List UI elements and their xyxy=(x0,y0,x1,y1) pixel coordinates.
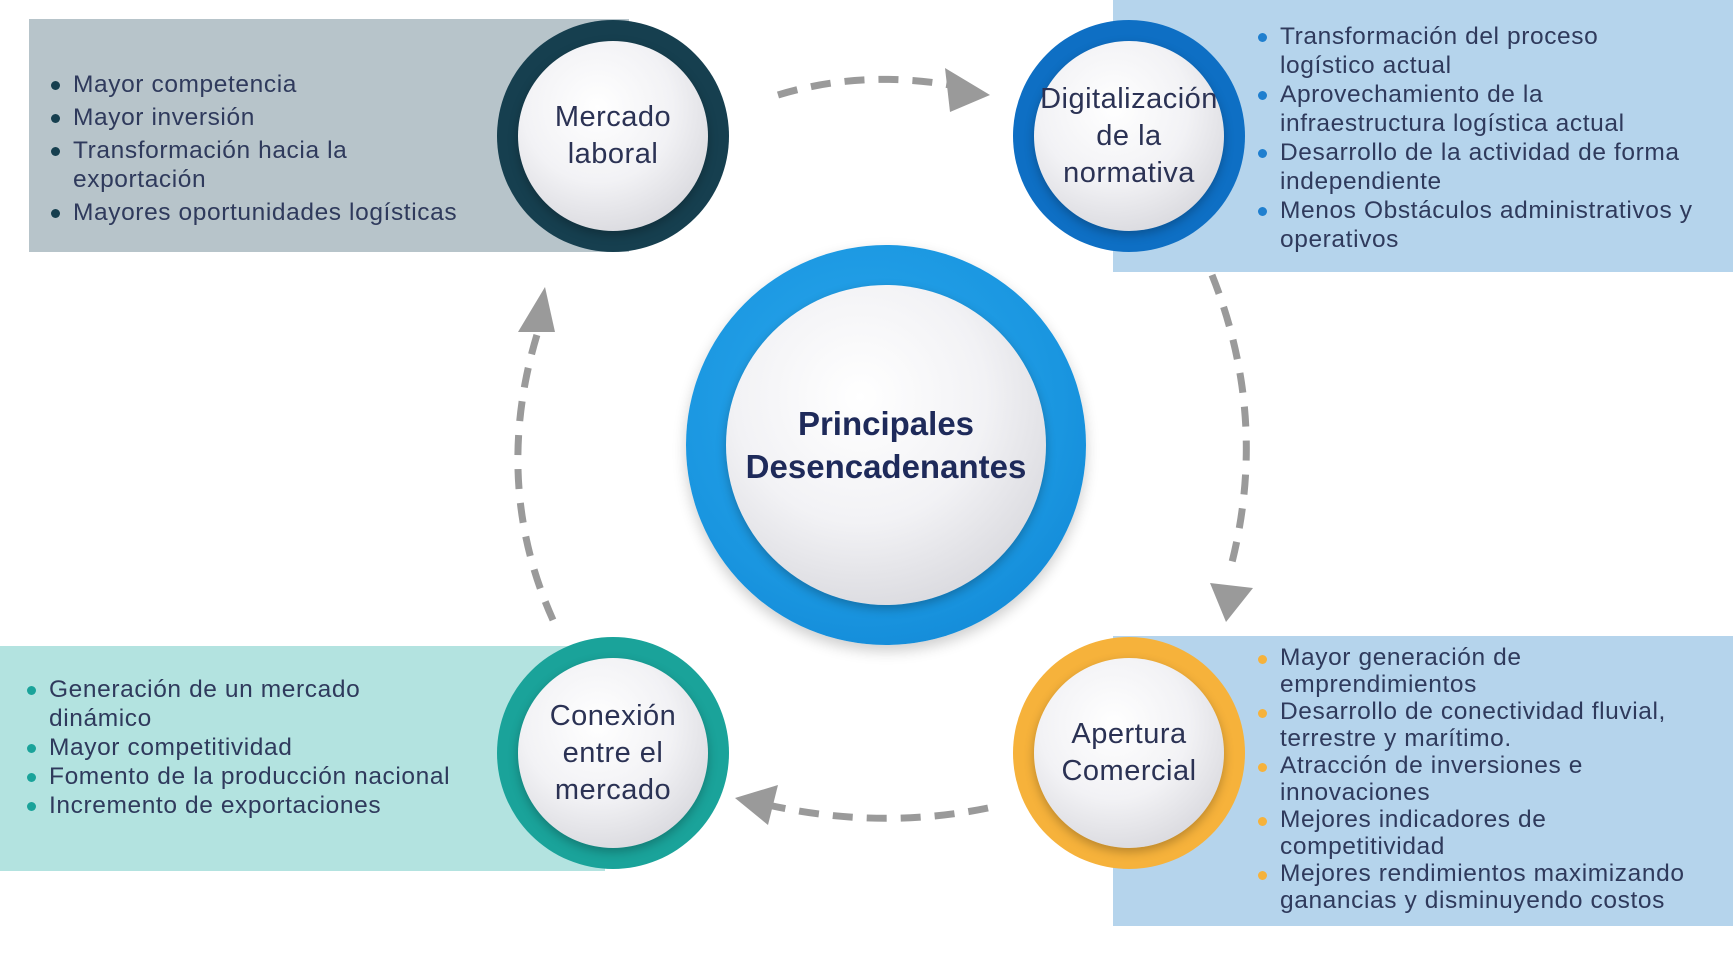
list-item: Mayor competitividad xyxy=(27,733,507,762)
node-digitalizacion-disc: Digitalización de la normativa xyxy=(1034,41,1224,231)
list-item: Fomento de la producción nacional xyxy=(27,762,507,791)
list-conexion: Generación de un mercado dinámico Mayor … xyxy=(27,675,507,820)
node-mercado-laboral-disc: Mercado laboral xyxy=(518,41,708,231)
list-item: Transformación hacia la exportación xyxy=(51,136,383,194)
arrow-right xyxy=(1208,273,1250,571)
list-item: Menos Obstáculos administrativos y opera… xyxy=(1258,196,1733,254)
center-node: Principales Desencadenantes xyxy=(686,245,1086,645)
list-item: Mayor inversión xyxy=(51,103,506,132)
list-item: Desarrollo de la actividad de forma inde… xyxy=(1258,138,1690,196)
list-mercado-laboral: Mayor competencia Mayor inversión Transf… xyxy=(51,70,506,227)
node-apertura-disc: Apertura Comercial xyxy=(1034,658,1224,848)
arrowhead-left xyxy=(518,287,555,332)
list-digitalizacion: Transformación del proceso logístico act… xyxy=(1258,22,1728,254)
panel-digitalizacion: Transformación del proceso logístico act… xyxy=(1113,0,1733,272)
arrow-left xyxy=(514,323,557,622)
node-conexion-disc: Conexión entre el mercado xyxy=(518,658,708,848)
panel-conexion: Generación de un mercado dinámico Mayor … xyxy=(0,646,605,871)
list-item: Transformación del proceso logístico act… xyxy=(1258,22,1660,80)
node-conexion-label: Conexión entre el mercado xyxy=(549,699,677,806)
list-item: Generación de un mercado dinámico xyxy=(27,675,409,733)
center-title-line1: Principales xyxy=(797,405,975,442)
list-apertura: Mayor generación de emprendimientos Desa… xyxy=(1258,644,1728,914)
node-digitalizacion-label: Digitalización de la normativa xyxy=(1040,82,1218,189)
node-mercado-laboral-label: Mercado laboral xyxy=(554,101,672,170)
node-apertura-label: Apertura Comercial xyxy=(1061,718,1197,787)
arrowhead-right xyxy=(1210,583,1253,622)
list-item: Mejores indicadores de competitividad xyxy=(1258,806,1600,860)
node-mercado-laboral: Mercado laboral xyxy=(497,20,729,252)
list-item: Incremento de exportaciones xyxy=(27,791,507,820)
center-node-disc: Principales Desencadenantes xyxy=(726,285,1046,605)
node-conexion: Conexión entre el mercado xyxy=(497,637,729,869)
list-item: Mayor competencia xyxy=(51,70,506,99)
panel-apertura: Mayor generación de emprendimientos Desa… xyxy=(1113,636,1733,926)
list-item: Desarrollo de conectividad fluvial, terr… xyxy=(1258,698,1730,752)
list-item: Atracción de inversiones e innovaciones xyxy=(1258,752,1620,806)
arrowhead-top xyxy=(945,68,990,112)
list-item: Aprovechamiento de la infraestructura lo… xyxy=(1258,80,1700,138)
arrow-top xyxy=(776,75,951,99)
node-apertura: Apertura Comercial xyxy=(1013,637,1245,869)
node-digitalizacion: Digitalización de la normativa xyxy=(1013,20,1245,252)
list-item: Mayores oportunidades logísticas xyxy=(51,198,506,227)
list-item: Mayor generación de emprendimientos xyxy=(1258,644,1580,698)
list-item: Mejores rendimientos maximizando gananci… xyxy=(1258,860,1733,914)
arrowhead-bottom xyxy=(735,785,778,825)
center-title-line2: Desencadenantes xyxy=(745,448,1027,485)
arrow-bottom xyxy=(767,801,989,822)
